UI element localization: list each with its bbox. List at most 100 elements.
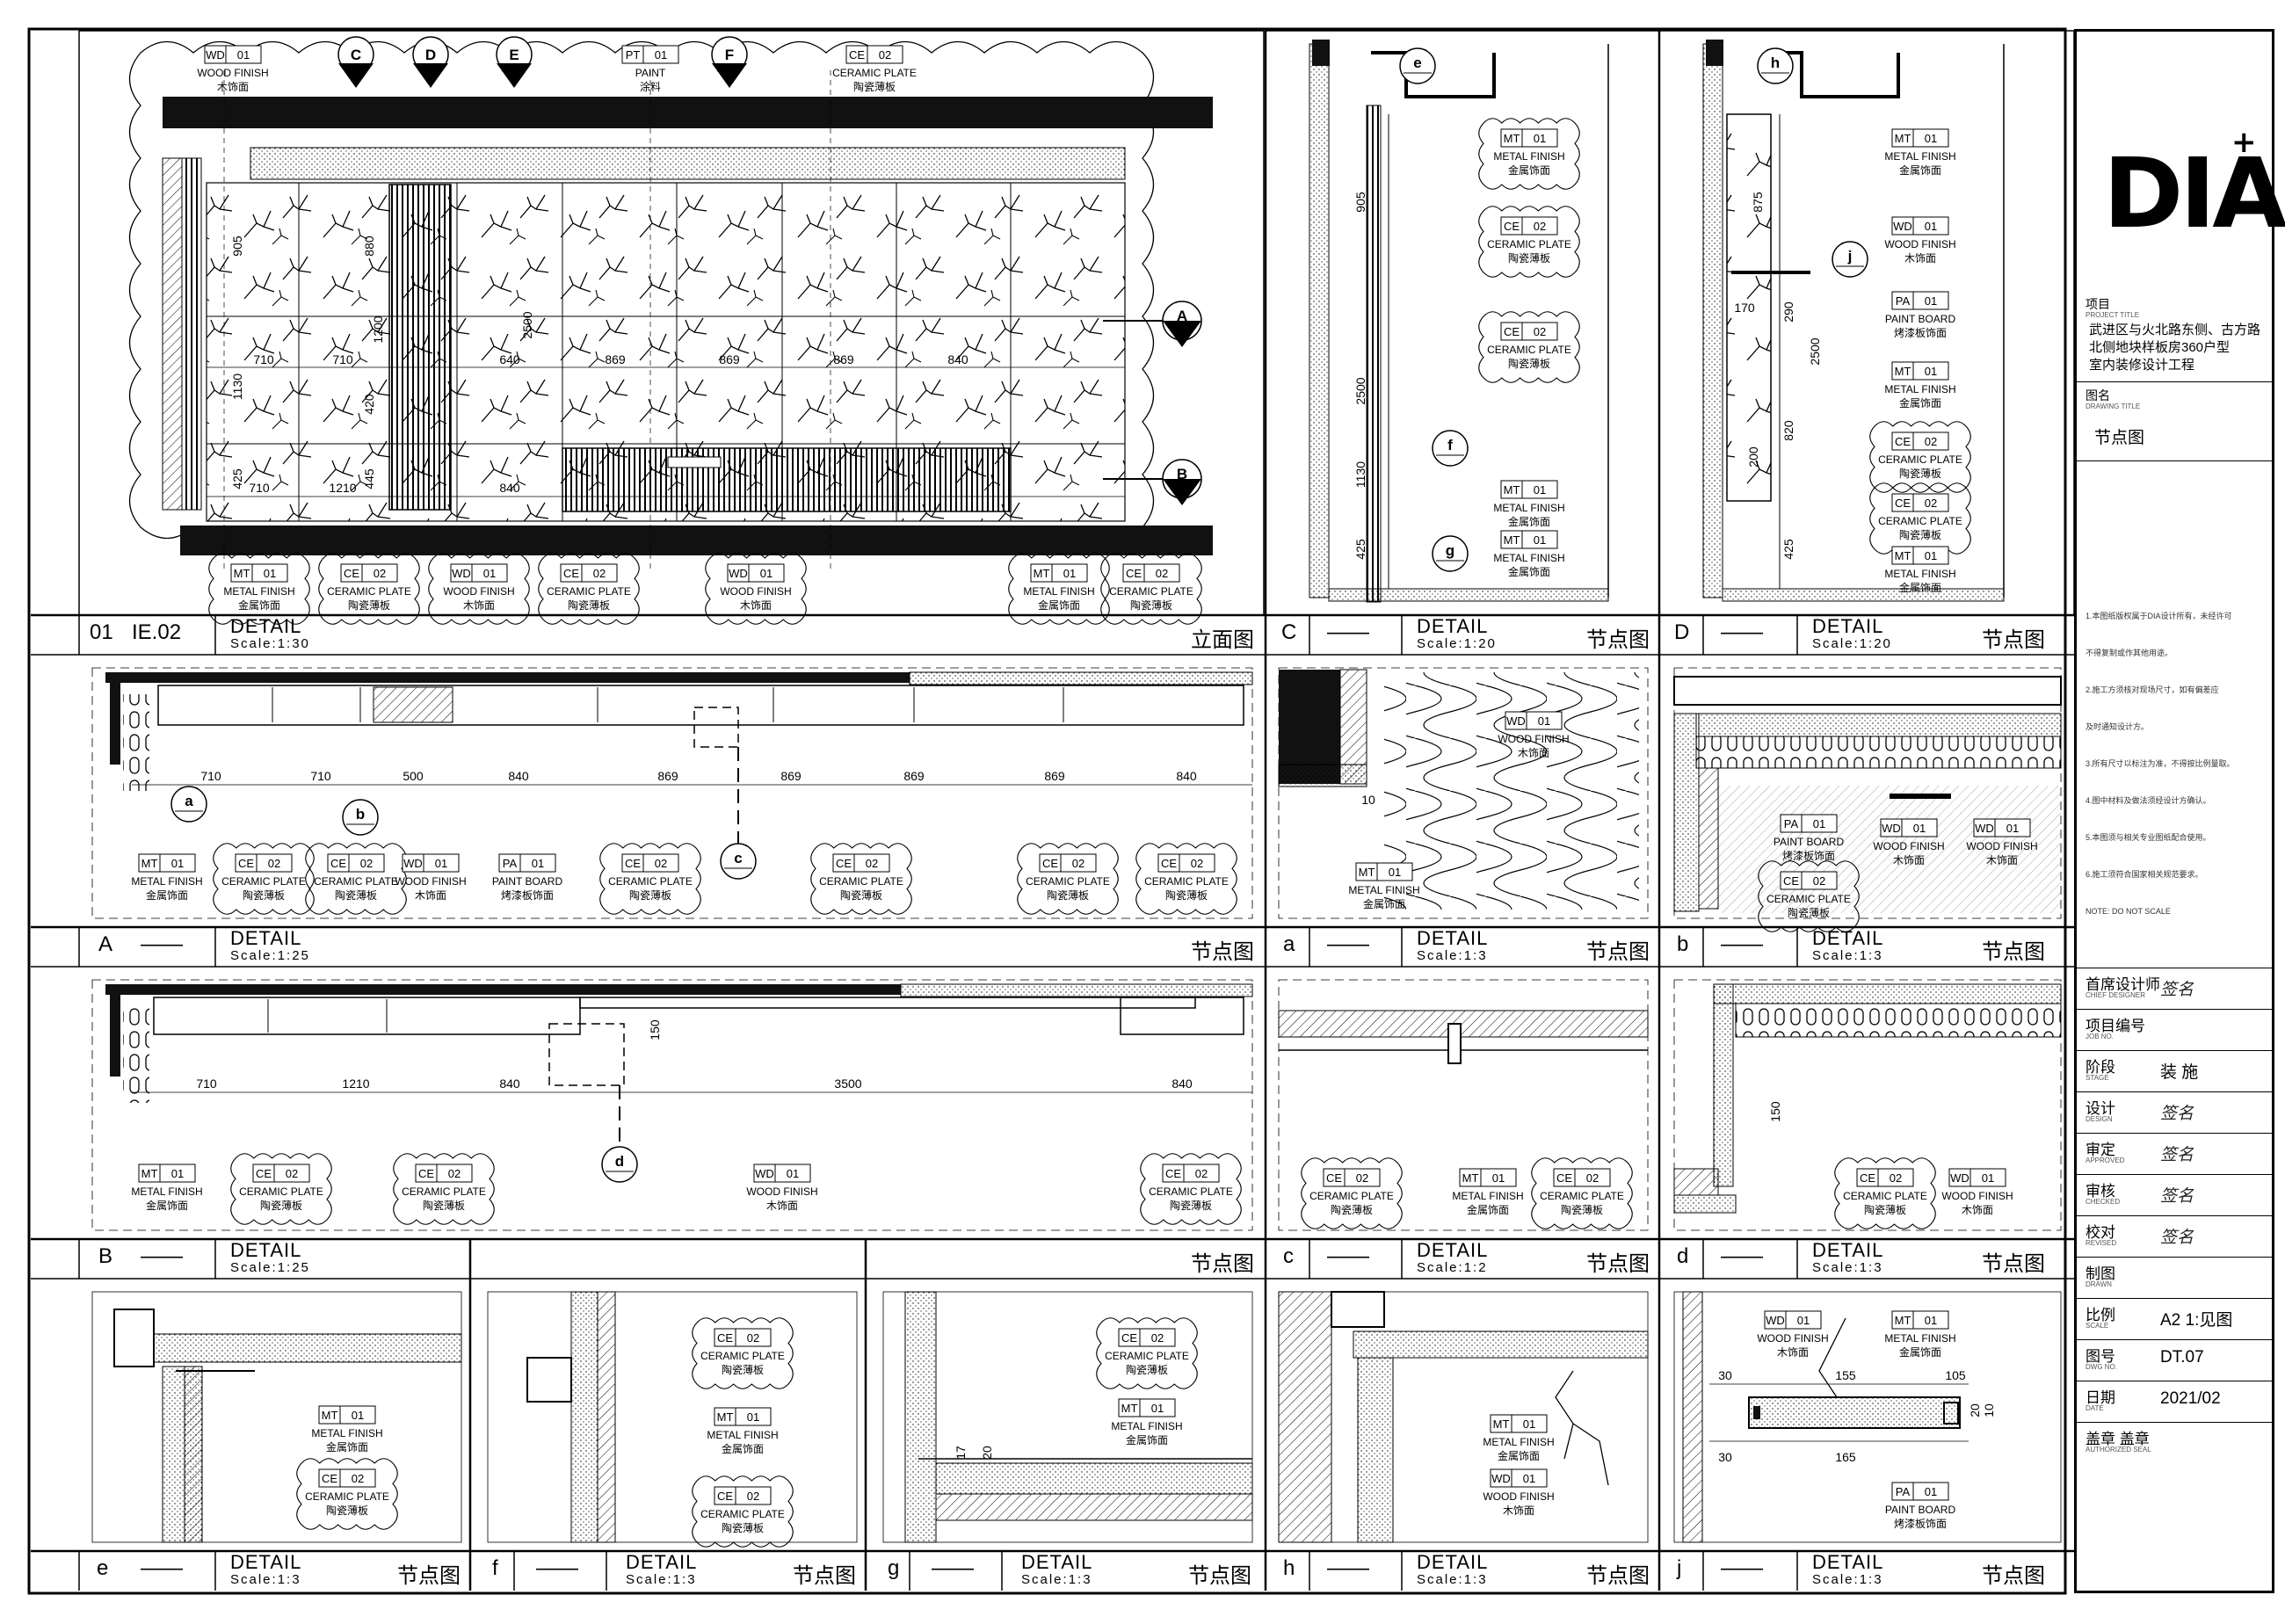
panel-a-type: 节点图 — [1586, 940, 1650, 964]
panel-d-scale: Scale:1:3 — [1812, 1260, 1883, 1275]
title-block-row-value: 2021/02 — [2160, 1389, 2221, 1408]
panel-A-ref: —— — [141, 932, 183, 956]
panel-c-ref: —— — [1327, 1244, 1369, 1268]
panel-a-detail — [1278, 667, 1649, 919]
panel-j-detail — [1673, 1291, 2062, 1543]
dia-logo: DIA — [2103, 137, 2285, 250]
panel-e-detail — [91, 1291, 462, 1543]
title-block: DIA + 项目 PROJECT TITLE 武进区与火北路东侧、古方路 北侧地… — [2074, 29, 2285, 1593]
panel-h-detail: DETAIL — [1417, 1551, 1489, 1573]
title-block-row-sublabel: CHIEF DESIGNER — [2086, 991, 2146, 999]
panel-f-detail: DETAIL — [626, 1551, 698, 1573]
title-block-row — [2077, 1133, 2272, 1134]
panel-d-ref: —— — [1721, 1244, 1763, 1268]
drawing-name: 节点图 — [2094, 429, 2145, 447]
project-name: 武进区与火北路东侧、古方路 北侧地块样板房360户型 室内装修设计工程 — [2089, 322, 2265, 374]
panel-C-id: C — [1281, 620, 1297, 644]
note-line: 4.图中材料及做法须经设计方确认。 — [2086, 796, 2211, 805]
panel-b-type: 节点图 — [1982, 940, 2045, 964]
note-line: 不得复制或作其他用途。 — [2086, 649, 2173, 657]
panel-01-id: 01 — [90, 620, 113, 644]
title-block-row-sublabel: DESIGN — [2086, 1115, 2113, 1123]
panel-e-ref: —— — [141, 1556, 183, 1580]
project-name-line-2: 北侧地块样板房360户型 — [2089, 340, 2231, 355]
panel-C-scale: Scale:1:20 — [1417, 636, 1497, 651]
panel-D-type: 节点图 — [1982, 628, 2045, 652]
note-line: NOTE: DO NOT SCALE — [2086, 907, 2171, 916]
panel-A-id: A — [98, 932, 113, 956]
title-block-row-label: 图号 — [2086, 1348, 2115, 1365]
panel-h-scale: Scale:1:3 — [1417, 1572, 1488, 1587]
panel-e-type: 节点图 — [397, 1564, 461, 1588]
panel-f-ref: —— — [536, 1556, 578, 1580]
title-block-row-sublabel: STAGE — [2086, 1074, 2109, 1082]
panel-h-id: h — [1283, 1556, 1295, 1580]
title-block-row-value: A2 1:见图 — [2160, 1311, 2233, 1330]
panel-b-detail: DETAIL — [1812, 927, 1884, 949]
panel-C-section — [1265, 30, 1660, 616]
title-block-row-label: 阶段 — [2086, 1059, 2115, 1076]
panel-B-type: 节点图 — [1191, 1252, 1254, 1276]
title-block-row-sublabel: AUTHORIZED SEAL — [2086, 1446, 2151, 1454]
panel-f-detail — [487, 1291, 858, 1543]
panel-j-ref: —— — [1721, 1556, 1763, 1580]
sheet-border — [27, 27, 2067, 1595]
note-line: 6.施工须符合国家相关规范要求。 — [2086, 870, 2203, 879]
title-block-row-value: 签名 — [2160, 980, 2194, 999]
panel-g-detail — [882, 1291, 1253, 1543]
title-block-row-value: 签名 — [2160, 1104, 2194, 1123]
title-block-row-label: 设计 — [2086, 1100, 2115, 1117]
panel-b-detail — [1673, 667, 2062, 919]
title-block-row-sublabel: SCALE — [2086, 1322, 2109, 1330]
project-label: 项目 — [2086, 297, 2110, 311]
note-line: 及时通知设计方。 — [2086, 722, 2150, 731]
panel-d-type: 节点图 — [1982, 1252, 2045, 1276]
note-line: 3.所有尺寸以标注为准，不得按比例量取。 — [2086, 759, 2235, 768]
panel-e-detail: DETAIL — [230, 1551, 302, 1573]
title-block-row-label: 日期 — [2086, 1389, 2115, 1406]
title-block-row-value: 签名 — [2160, 1228, 2194, 1247]
title-block-row-label: 盖章 盖章 — [2086, 1431, 2150, 1447]
project-name-line-1: 武进区与火北路东侧、古方路 — [2089, 323, 2261, 337]
drawing-name-label-en: DRAWING TITLE — [2086, 402, 2141, 410]
title-block-row — [2077, 1009, 2272, 1010]
panel-j-detail: DETAIL — [1812, 1551, 1884, 1573]
panel-h-detail — [1278, 1291, 1649, 1543]
panel-j-type: 节点图 — [1982, 1564, 2045, 1588]
panel-c-type: 节点图 — [1586, 1252, 1650, 1276]
panel-A-detail: DETAIL — [230, 927, 302, 949]
title-block-row-label: 制图 — [2086, 1265, 2115, 1282]
title-block-row-label: 项目编号 — [2086, 1018, 2145, 1034]
panel-C-ref: —— — [1327, 620, 1369, 644]
panel-a-id: a — [1283, 932, 1295, 956]
panel-D-section — [1658, 30, 2075, 616]
panel-e-scale: Scale:1:3 — [230, 1572, 301, 1587]
panel-c-id: c — [1283, 1244, 1294, 1268]
title-block-row — [2077, 1091, 2272, 1092]
panel-d-id: d — [1677, 1244, 1689, 1268]
panel-g-ref: —— — [932, 1556, 974, 1580]
project-label-en: PROJECT TITLE — [2086, 311, 2140, 319]
logo-plus-icon: + — [2231, 125, 2257, 160]
panel-d-detail — [1673, 979, 2062, 1231]
panel-g-scale: Scale:1:3 — [1021, 1572, 1092, 1587]
title-block-row-sublabel: CHECKED — [2086, 1198, 2121, 1206]
panel-f-type: 节点图 — [793, 1564, 856, 1588]
title-block-row-sublabel: DATE — [2086, 1404, 2104, 1412]
title-block-row — [2077, 1174, 2272, 1175]
panel-B-detail: DETAIL — [230, 1239, 302, 1261]
panel-B-id: B — [98, 1244, 113, 1268]
panel-a-ref: —— — [1327, 932, 1369, 956]
title-block-row-value: 装 施 — [2160, 1063, 2199, 1082]
panel-01-type: 立面图 — [1191, 628, 1254, 652]
panel-01-scale: Scale:1:30 — [230, 636, 310, 651]
title-block-row-value: 签名 — [2160, 1186, 2194, 1206]
panel-h-type: 节点图 — [1586, 1564, 1650, 1588]
panel-01-detail: DETAIL — [230, 615, 302, 637]
title-block-row-sublabel: DRAWN — [2086, 1280, 2112, 1288]
panel-c-scale: Scale:1:2 — [1417, 1260, 1488, 1275]
panel-01-ref: IE.02 — [132, 620, 182, 644]
panel-j-scale: Scale:1:3 — [1812, 1572, 1883, 1587]
panel-c-detail: DETAIL — [1417, 1239, 1489, 1261]
